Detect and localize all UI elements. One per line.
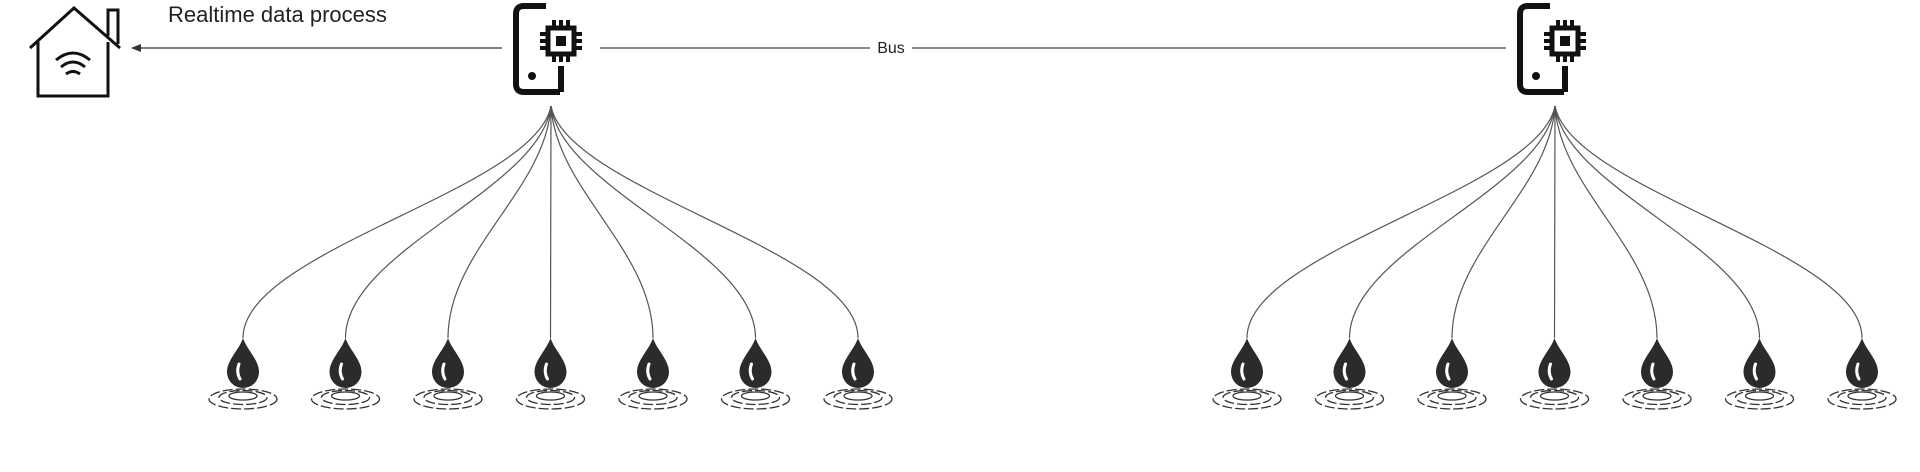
sensor-link-line <box>344 105 552 339</box>
sensor-link-line <box>1246 105 1556 339</box>
water-drop-sensor-icon <box>413 338 483 410</box>
sensor-link-line <box>242 105 552 339</box>
controller-chip-device-icon <box>513 3 582 95</box>
water-drop-sensor-icon <box>720 338 791 410</box>
sensor-layer <box>208 105 1897 410</box>
water-drop-sensor-icon <box>823 338 893 410</box>
water-drop-sensor-icon <box>618 338 688 410</box>
sensor-link-line <box>1553 105 1556 339</box>
sensor-link-line <box>1554 105 1761 339</box>
sensor-link-line <box>447 105 552 339</box>
smart-home-wifi-icon <box>28 5 121 98</box>
group-right <box>1212 105 1897 410</box>
controller-chip-device-icon <box>1517 3 1586 95</box>
water-drop-sensor-icon <box>1827 338 1897 410</box>
water-drop-sensor-icon <box>208 338 278 410</box>
water-drop-sensor-icon <box>1724 338 1795 410</box>
sensor-link-line <box>549 105 552 339</box>
sensor-link-line <box>1451 105 1556 339</box>
sensor-link-line <box>1554 105 1658 339</box>
water-drop-sensor-icon <box>515 338 586 410</box>
bus-label: Bus <box>877 40 905 57</box>
water-drop-sensor-icon <box>1417 338 1487 410</box>
group-left <box>208 105 893 410</box>
sensor-link-line <box>550 105 654 339</box>
water-drop-sensor-icon <box>1519 338 1590 410</box>
realtime-label: Realtime data process <box>168 2 387 27</box>
sensor-link-line <box>550 105 757 339</box>
sensor-link-line <box>1554 105 1863 339</box>
water-drop-sensor-icon <box>310 338 381 410</box>
sensor-link-line <box>550 105 859 339</box>
water-drop-sensor-icon <box>1212 338 1282 410</box>
water-drop-sensor-icon <box>1622 338 1692 410</box>
water-drop-sensor-icon <box>1314 338 1385 410</box>
sensor-link-line <box>1348 105 1556 339</box>
